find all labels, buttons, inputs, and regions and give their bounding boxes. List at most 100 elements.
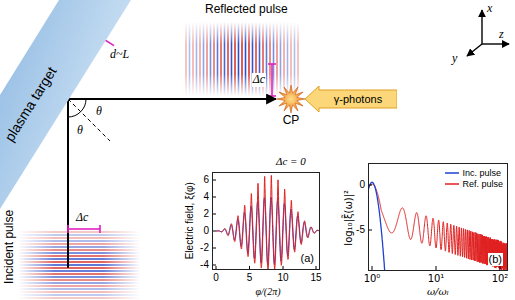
plot-frame: (a) xyxy=(212,172,320,270)
angle-arc xyxy=(81,99,86,112)
tick-label: 0 xyxy=(359,179,365,191)
wave-stripe xyxy=(290,22,292,96)
wave-stripe xyxy=(273,22,275,96)
plasma-target: plasma target xyxy=(0,0,135,212)
wave-stripe xyxy=(192,22,194,96)
beam-arrow-shape xyxy=(305,86,397,112)
panel-letter: (a) xyxy=(300,252,315,265)
wave-stripe xyxy=(287,22,289,96)
wave-stripe xyxy=(18,267,140,269)
tick-label: 6 xyxy=(203,174,209,186)
wave-stripe xyxy=(18,231,140,233)
duration-bar xyxy=(68,35,276,233)
tick-label: 5 xyxy=(247,272,253,284)
beam-connector xyxy=(68,98,276,100)
field-plot xyxy=(216,175,319,269)
wave-stripe xyxy=(196,22,198,96)
angle-arc xyxy=(68,112,81,117)
wave-stripe xyxy=(18,246,140,248)
wave-stripe xyxy=(18,270,140,272)
incident-pulse xyxy=(18,232,140,298)
legend-row: Ref. pulse xyxy=(445,178,503,189)
coordinate-axes xyxy=(467,10,509,56)
axis-ticks xyxy=(212,180,500,271)
legend: Inc. pulseRef. pulse xyxy=(444,167,504,189)
wave-stripe xyxy=(18,294,140,296)
wave-stripe xyxy=(241,22,243,96)
wave-stripe xyxy=(199,22,201,96)
wave-stripe xyxy=(248,22,250,96)
wave-stripe xyxy=(18,297,140,299)
wave-stripe xyxy=(18,249,140,251)
axis-title: ω/ωₗ xyxy=(427,286,449,298)
tick-label: 0 xyxy=(203,225,209,237)
incident-beam xyxy=(67,99,69,268)
thickness-label: d~L xyxy=(110,48,129,62)
legend-text: Inc. pulse xyxy=(462,168,501,178)
wave-stripe xyxy=(238,22,240,96)
wave-stripe xyxy=(245,22,247,96)
collision-star xyxy=(276,84,306,114)
legend-row: Inc. pulse xyxy=(445,167,503,178)
wave-stripe xyxy=(18,279,140,281)
wave-stripe xyxy=(18,255,140,257)
tick-label: 10² xyxy=(492,273,509,285)
point-label: CP xyxy=(283,114,300,128)
axis-title: Electric field, ξ(φ) xyxy=(184,182,196,259)
wave-stripe xyxy=(269,22,271,96)
wave-stripe xyxy=(18,273,140,275)
wave-stripe xyxy=(227,22,229,96)
legend-line xyxy=(445,172,459,174)
legend-text: Ref. pulse xyxy=(462,179,503,189)
collision-point: CP xyxy=(276,84,306,128)
wave-stripe xyxy=(18,288,140,290)
pulse-label: Reflected pulse xyxy=(205,3,288,17)
wave-stripe xyxy=(210,22,212,96)
axis-name: z xyxy=(499,28,504,42)
panel-note: Δc = 0 xyxy=(276,155,306,168)
wave-stripe xyxy=(234,22,236,96)
axis-title: φ/(2π) xyxy=(256,286,281,298)
wave-stripe xyxy=(206,22,208,96)
wave-stripe xyxy=(18,261,140,263)
wave-stripe xyxy=(213,22,215,96)
wave-stripe xyxy=(18,234,140,236)
duration-label: Δc xyxy=(252,73,266,87)
wave-stripe xyxy=(231,22,233,96)
wave-stripe xyxy=(297,22,299,96)
pulse-label: Incident pulse xyxy=(3,210,17,284)
wave-stripe xyxy=(18,264,140,266)
wave-stripe xyxy=(18,258,140,260)
wave-stripe xyxy=(294,22,296,96)
wave-stripe xyxy=(280,22,282,96)
reflected-pulse xyxy=(186,22,298,96)
wave-stripe xyxy=(18,291,140,293)
axis-name: x xyxy=(487,2,492,16)
photon-beam: γ-photons xyxy=(305,86,397,112)
tick-label: 10 xyxy=(277,272,288,284)
angle-label: θ xyxy=(77,124,83,138)
wave-stripe xyxy=(18,243,140,245)
legend-sample xyxy=(445,180,459,188)
axis-name: y xyxy=(452,52,457,66)
wave-stripe xyxy=(18,282,140,284)
beam-label: γ-photons xyxy=(334,93,382,106)
tick-label: 4 xyxy=(203,191,209,203)
wave-stripe xyxy=(220,22,222,96)
angle-label: θ xyxy=(96,105,102,119)
panel-letter: (b) xyxy=(488,253,503,266)
spectrum-plot xyxy=(369,182,507,270)
plot-frame: (b) Inc. pulseRef. pulse xyxy=(368,163,508,271)
tick-label: 0 xyxy=(213,272,219,284)
tick-label: 2 xyxy=(203,208,209,220)
wave-stripe xyxy=(224,22,226,96)
wave-stripe xyxy=(189,22,191,96)
wave-stripe xyxy=(18,240,140,242)
surface-normal xyxy=(68,99,110,141)
wave-stripe xyxy=(185,22,187,96)
target-slab xyxy=(0,0,131,209)
star-burst xyxy=(277,85,305,113)
duration-label: Δc xyxy=(76,211,88,225)
wave-stripe xyxy=(276,22,278,96)
wave-stripe xyxy=(18,276,140,278)
